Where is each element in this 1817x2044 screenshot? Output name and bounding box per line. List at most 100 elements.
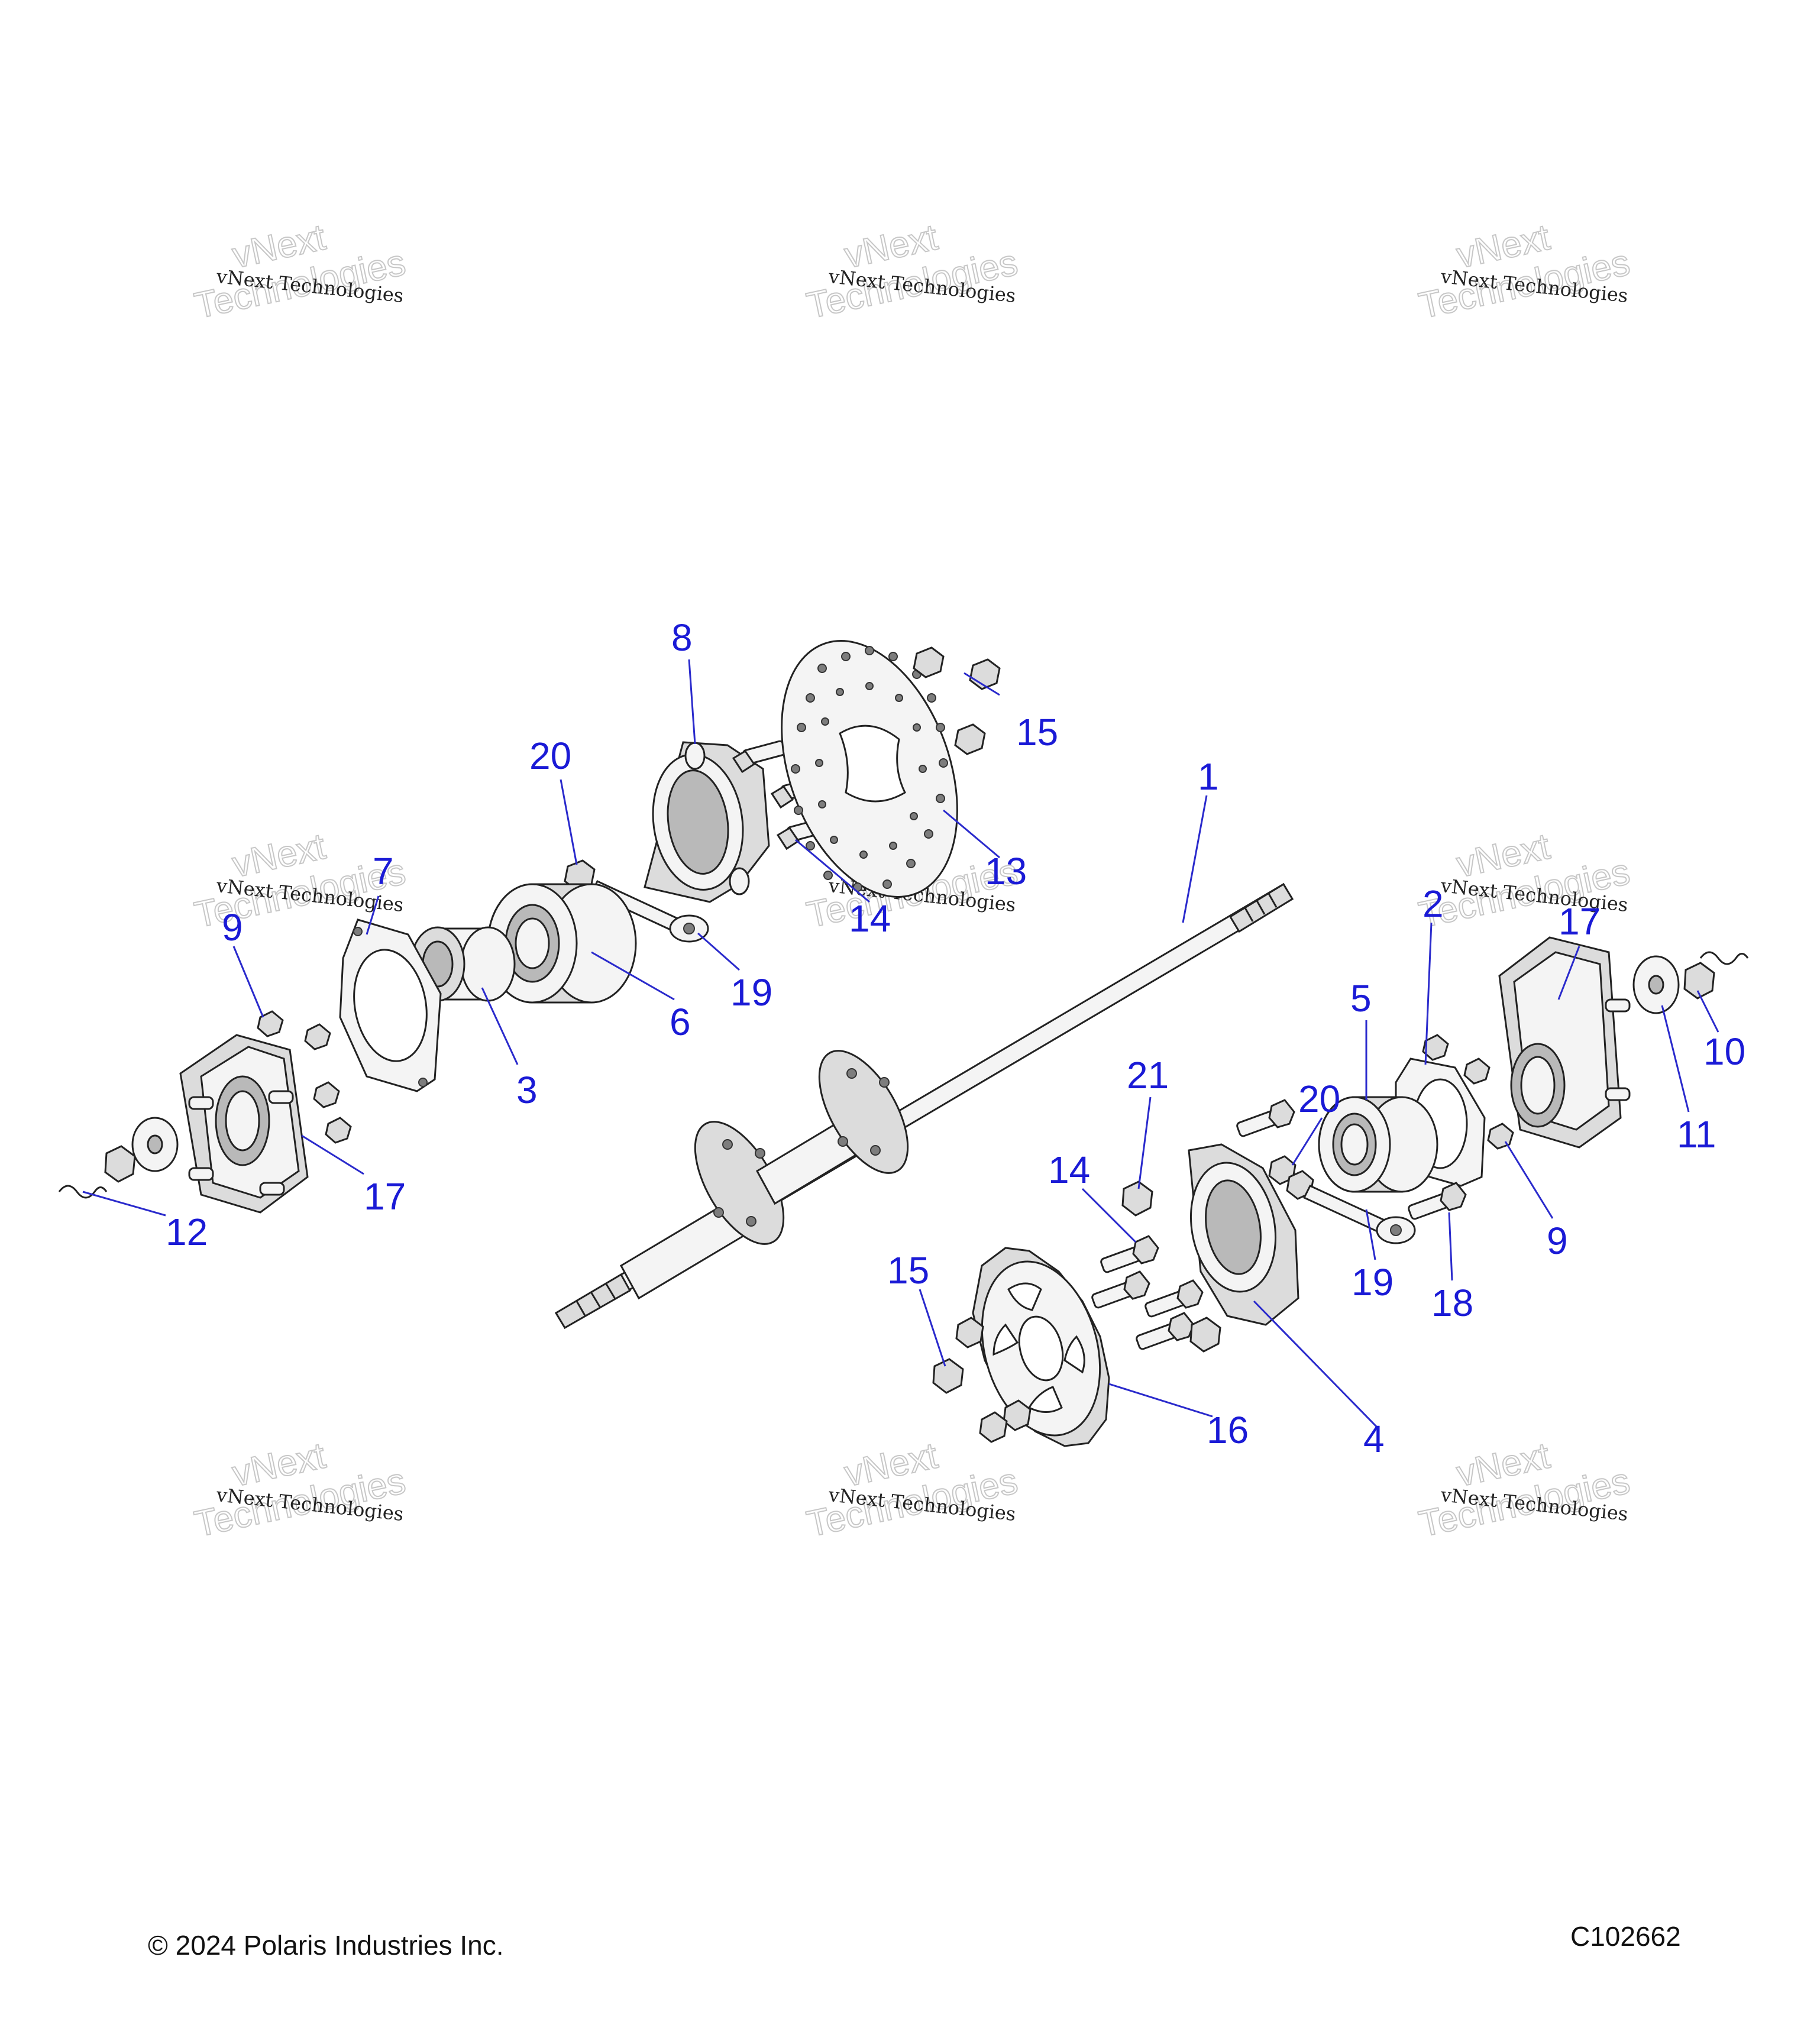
callout-10: 10 bbox=[1703, 1030, 1745, 1073]
leader-13 bbox=[943, 809, 1000, 859]
callout-3: 3 bbox=[516, 1069, 538, 1111]
bolt bbox=[1144, 1279, 1204, 1318]
bolt bbox=[1136, 1312, 1195, 1350]
gasket-left bbox=[339, 918, 442, 1092]
callout-21: 21 bbox=[1127, 1054, 1169, 1097]
leader-14a bbox=[795, 839, 870, 903]
callout-14: 14 bbox=[1048, 1149, 1090, 1191]
leader-10 bbox=[1696, 990, 1719, 1033]
bolt bbox=[313, 1081, 340, 1108]
carrier-right-bolts bbox=[1091, 1099, 1295, 1350]
bolt bbox=[1422, 1034, 1449, 1061]
bolt bbox=[325, 1117, 352, 1144]
leader-20a bbox=[560, 779, 578, 865]
leader-6 bbox=[591, 951, 675, 1001]
nut bbox=[913, 646, 945, 678]
callout-19: 19 bbox=[1352, 1261, 1394, 1304]
disc-holes bbox=[791, 646, 948, 892]
leader-15b bbox=[919, 1289, 946, 1367]
link-right bbox=[1302, 1185, 1416, 1244]
bearing-right bbox=[1318, 1096, 1438, 1193]
callout-17: 17 bbox=[1559, 900, 1601, 943]
nut bbox=[954, 723, 986, 755]
bearing-carrier-right bbox=[1188, 1143, 1299, 1326]
bearing-left bbox=[487, 883, 637, 1004]
callouts: 8 15 20 1 7 13 14 2 17 9 19 6 5 10 3 21 … bbox=[166, 616, 1745, 1460]
bolt bbox=[1236, 1099, 1295, 1137]
leader-7 bbox=[366, 895, 380, 935]
watermark: vNext Technologies bbox=[803, 216, 1021, 328]
leader-8 bbox=[688, 659, 696, 745]
bolt bbox=[304, 1023, 331, 1050]
watermark: vNext Technologies bbox=[190, 1435, 409, 1546]
callout-17: 17 bbox=[364, 1175, 406, 1218]
nuts-upper bbox=[913, 646, 1001, 755]
washer-left bbox=[131, 1117, 179, 1172]
nut bbox=[969, 658, 1001, 690]
leader-12 bbox=[82, 1191, 166, 1217]
leader-17a bbox=[1557, 946, 1580, 1000]
castle-nut-right bbox=[1683, 962, 1715, 1000]
bolt bbox=[1463, 1057, 1491, 1085]
callout-18: 18 bbox=[1431, 1282, 1473, 1324]
leader-19a bbox=[697, 932, 740, 971]
callout-12: 12 bbox=[166, 1211, 208, 1253]
nut bbox=[955, 1317, 984, 1348]
leader-4 bbox=[1253, 1300, 1379, 1429]
leader-20b bbox=[1291, 1117, 1323, 1166]
callout-9: 9 bbox=[1547, 1220, 1568, 1262]
callout-14: 14 bbox=[849, 897, 891, 940]
nut-21 bbox=[1121, 1181, 1153, 1217]
bolts-left bbox=[257, 1010, 352, 1144]
castle-nut-left bbox=[104, 1145, 136, 1183]
leader-1 bbox=[1182, 795, 1208, 923]
bolt bbox=[1487, 1123, 1514, 1150]
leader-14b bbox=[1081, 1188, 1137, 1243]
leader-11 bbox=[1661, 1005, 1690, 1112]
bolt bbox=[1100, 1235, 1159, 1273]
studs bbox=[188, 1090, 294, 1196]
callout-15: 15 bbox=[887, 1249, 929, 1292]
leader-9b bbox=[1504, 1141, 1554, 1219]
callout-8: 8 bbox=[671, 616, 693, 659]
nut bbox=[979, 1411, 1008, 1443]
washer-right bbox=[1632, 955, 1680, 1014]
diagram-code: C102662 bbox=[1570, 1921, 1681, 1952]
leader-lines bbox=[82, 659, 1719, 1429]
leader-18 bbox=[1448, 1212, 1453, 1281]
hub-housing-left bbox=[179, 1034, 309, 1214]
callout-9: 9 bbox=[222, 906, 243, 949]
cotter-pin-left bbox=[58, 1185, 108, 1199]
callout-4: 4 bbox=[1363, 1418, 1385, 1460]
nut-lower bbox=[1189, 1317, 1221, 1353]
callout-1: 1 bbox=[1198, 755, 1219, 798]
leader-3 bbox=[481, 987, 519, 1065]
leader-16 bbox=[1108, 1383, 1213, 1418]
bolts-right bbox=[1422, 1034, 1514, 1150]
bolt bbox=[1091, 1270, 1150, 1309]
callout-11: 11 bbox=[1677, 1113, 1716, 1156]
nut-15-lower bbox=[932, 1358, 964, 1394]
bolt bbox=[257, 1010, 284, 1037]
leader-9a bbox=[232, 946, 264, 1018]
cotter-pin-right bbox=[1699, 951, 1749, 965]
callout-20: 20 bbox=[1298, 1078, 1340, 1120]
watermark: vNext Technologies bbox=[190, 216, 409, 328]
brake-disc bbox=[781, 640, 958, 898]
watermark: vNext Technologies bbox=[1415, 1435, 1634, 1546]
axle-flange-right bbox=[818, 1050, 909, 1174]
callout-5: 5 bbox=[1350, 977, 1372, 1020]
callout-19: 19 bbox=[730, 971, 772, 1014]
callout-13: 13 bbox=[985, 850, 1027, 892]
watermark: vNext Technologies bbox=[1415, 216, 1634, 328]
sprocket bbox=[955, 1247, 1110, 1447]
axle-spline-left bbox=[554, 1273, 632, 1330]
callout-2: 2 bbox=[1422, 882, 1444, 925]
callout-16: 16 bbox=[1207, 1409, 1249, 1451]
leader-15a bbox=[964, 672, 1000, 696]
bolt-18 bbox=[1408, 1182, 1467, 1220]
hub-housing-right bbox=[1498, 936, 1631, 1149]
axle-shaft bbox=[554, 882, 1294, 1330]
footer: © 2024 Polaris Industries Inc. C102662 bbox=[148, 1921, 1681, 1961]
